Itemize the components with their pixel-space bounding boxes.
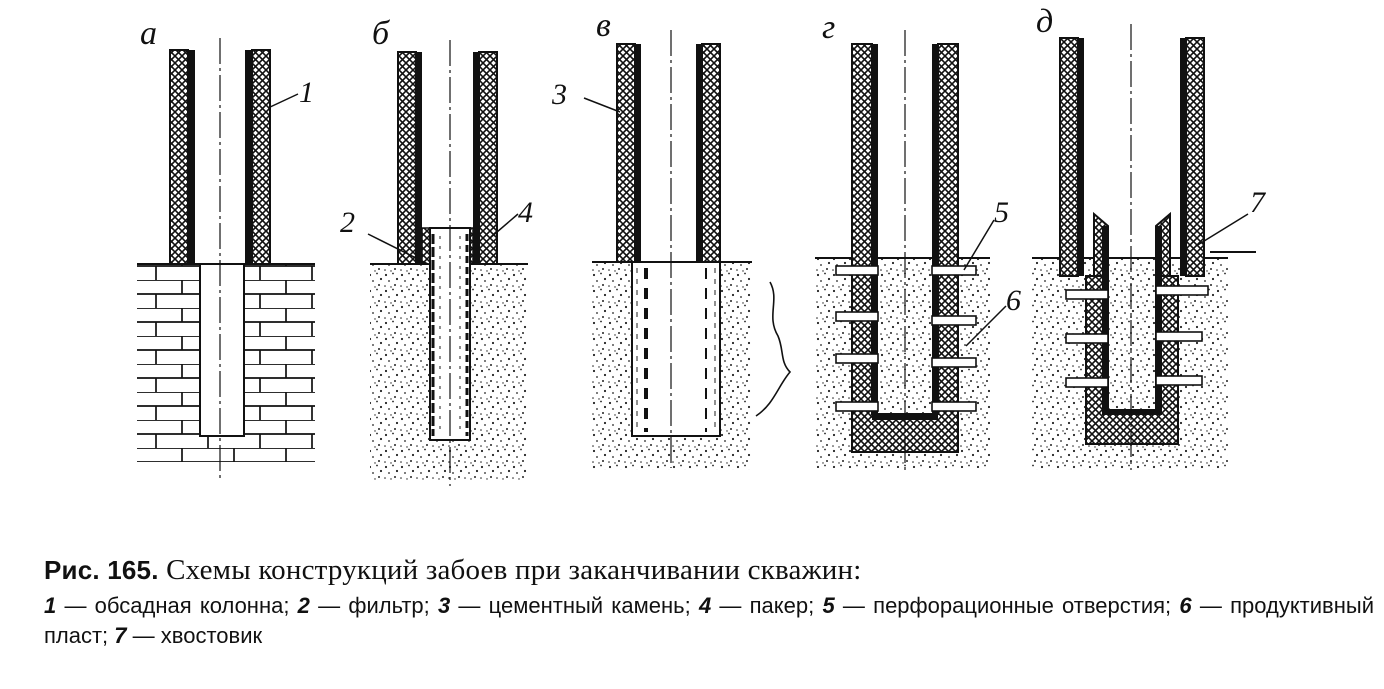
cement-stone-right (478, 51, 498, 265)
cement-stone-left (616, 43, 636, 263)
callout-6: 6 (1006, 284, 1021, 317)
panel-a: а 1 (137, 15, 315, 478)
panel-c: в 3 (551, 7, 792, 470)
brace (755, 281, 792, 417)
casing-wall-left (188, 50, 195, 264)
perforation-holes (1065, 285, 1209, 388)
casing-wall-left (1078, 38, 1084, 276)
casing-wall-right (1180, 38, 1186, 276)
legend-text: — обсадная колонна; (56, 593, 298, 618)
legend-text: — продуктивный пласт; (44, 593, 1374, 648)
callout-7: 7 (1250, 186, 1267, 219)
legend-text: — фильтр; (309, 593, 438, 618)
casing-wall-right (245, 50, 252, 264)
liner-wall-left (1102, 226, 1108, 414)
panel-letter: г (822, 9, 835, 46)
casing-wall-right (696, 44, 702, 262)
figure-label: Рис. 165. (44, 555, 159, 585)
cement-stone-right (701, 43, 721, 263)
casing-wall-right (932, 44, 938, 414)
legend-text: — пакер; (711, 593, 823, 618)
legend-number: 6 (1179, 593, 1192, 618)
well-bottom-schemes-figure: а 1 б (137, 3, 1267, 486)
perforation-holes (835, 265, 977, 412)
caption-legend: 1 — обсадная колонна; 2 — фильтр; 3 — це… (44, 591, 1374, 651)
panel-letter: б (372, 15, 391, 52)
cement-stone-left (397, 51, 417, 265)
callout-2: 2 (340, 206, 355, 239)
legend-number: 2 (297, 593, 310, 618)
legend-text: — перфорационные отверстия; (834, 593, 1180, 618)
casing-wall-left (872, 44, 878, 414)
panel-d: г 5 6 (815, 9, 1021, 470)
callout-5: 5 (994, 196, 1009, 229)
legend-number: 7 (114, 623, 127, 648)
casing-wall-right (473, 52, 479, 264)
cement-stone-left (1059, 37, 1079, 277)
liner-wall-right (1156, 226, 1162, 414)
legend-number: 1 (44, 593, 57, 618)
legend-number: 5 (822, 593, 835, 618)
legend-number: 4 (698, 593, 712, 618)
panel-letter: в (596, 7, 611, 44)
filter (429, 227, 471, 441)
panel-b: б 2 4 (340, 15, 533, 486)
legend-number: 3 (437, 593, 451, 618)
figure-caption: Рис. 165. Схемы конструкций забоев при з… (44, 553, 1374, 651)
callout-1: 1 (299, 76, 314, 109)
panel-e: д 7 (1032, 3, 1267, 470)
panel-letter: а (140, 15, 157, 52)
callout-3: 3 (551, 78, 567, 111)
casing-wall-left (635, 44, 641, 262)
cement-stone-left (169, 49, 189, 265)
panel-letter: д (1036, 3, 1053, 40)
legend-text: — хвостовик (126, 623, 263, 648)
caption-title: Рис. 165. Схемы конструкций забоев при з… (44, 553, 1374, 587)
open-hole (199, 263, 245, 437)
cement-stone-right (1185, 37, 1205, 277)
cement-stone-right (251, 49, 271, 265)
casing-wall-left (416, 52, 422, 264)
callout-4: 4 (518, 196, 533, 229)
caption-title-text: Схемы конструкций забоев при заканчивани… (158, 554, 862, 586)
legend-text: — цементный камень; (450, 593, 699, 618)
